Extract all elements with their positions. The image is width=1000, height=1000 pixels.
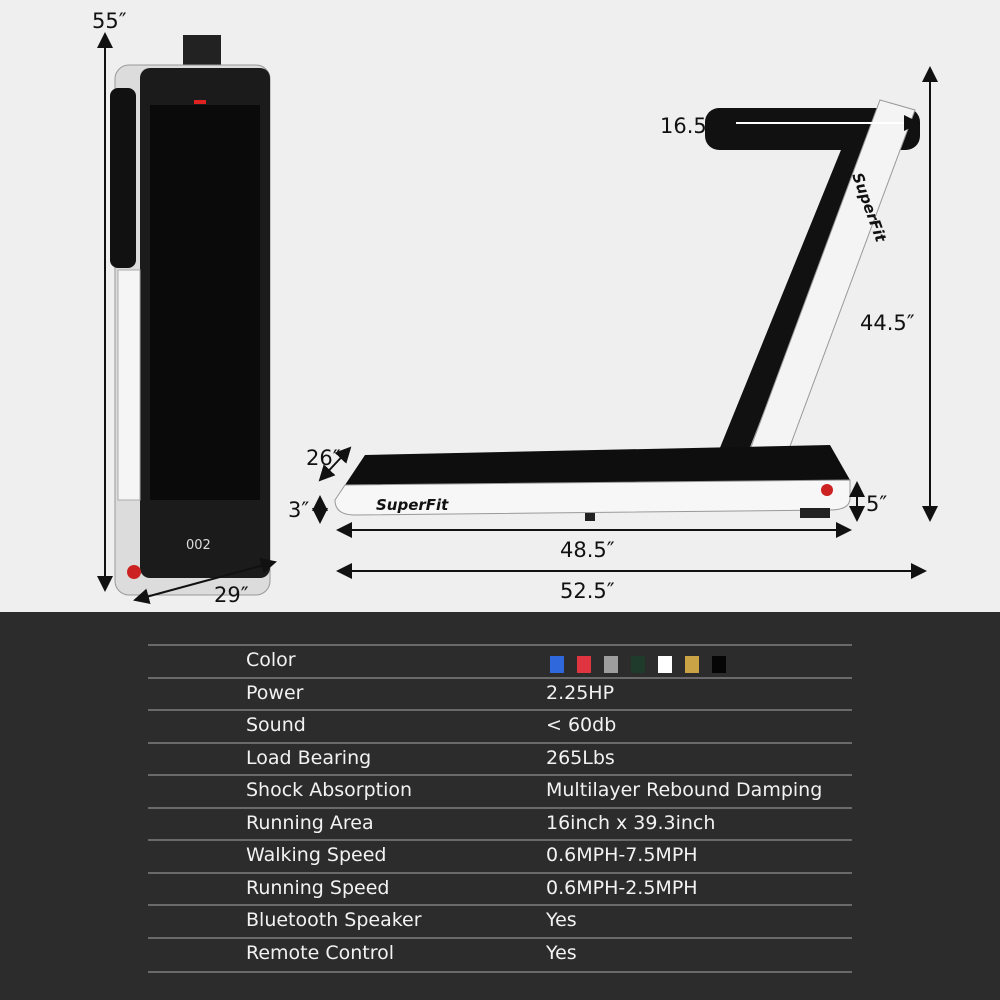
deck-width-label: 26″ (306, 446, 341, 470)
spec-value: < 60db (546, 714, 617, 736)
product-dimension-diagram: 002 55″ 29″ SuperFit SuperFit 16.5″ 44.5… (0, 0, 1000, 612)
spec-row: Remote Control Yes (148, 936, 852, 973)
color-swatch (712, 656, 726, 673)
spec-row: Running Area 16inch x 39.3inch (148, 806, 852, 841)
spec-value: Yes (546, 909, 577, 931)
spec-label: Running Area (246, 811, 374, 834)
spec-value: 0.6MPH-2.5MPH (546, 876, 698, 899)
spec-value: 16inch x 39.3inch (546, 811, 716, 834)
color-swatch (550, 656, 564, 673)
spec-value: Yes (546, 941, 577, 964)
total-length-label: 52.5″ (560, 579, 615, 603)
unfolded-treadmill-image: SuperFit SuperFit (334, 99, 920, 521)
total-height-label: 44.5″ (860, 311, 915, 335)
spec-row: Walking Speed 0.6MPH-7.5MPH (148, 839, 852, 873)
spec-row: Bluetooth Speaker Yes (148, 904, 852, 938)
spec-label: Shock Absorption (246, 779, 413, 801)
color-swatches (550, 653, 739, 675)
spec-row: Power 2.25HP (148, 676, 852, 711)
brand-logo-deck: SuperFit (376, 496, 449, 514)
spec-label: Power (246, 681, 304, 704)
running-length-label: 48.5″ (560, 538, 615, 562)
folded-width-label: 29″ (214, 583, 249, 607)
spec-label: Bluetooth Speaker (246, 909, 422, 931)
spec-row: Color (148, 644, 852, 678)
spec-label: Color (246, 649, 296, 671)
color-swatch (658, 656, 672, 673)
spec-row: Sound < 60db (148, 709, 852, 743)
spec-label: Walking Speed (246, 844, 387, 866)
spec-value: 0.6MPH-7.5MPH (546, 844, 698, 866)
spec-row: Running Speed 0.6MPH-2.5MPH (148, 871, 852, 906)
spec-row: Shock Absorption Multilayer Rebound Dampi… (148, 774, 852, 808)
color-swatch (604, 656, 618, 673)
spec-label: Sound (246, 714, 306, 736)
color-swatch (685, 656, 699, 673)
spec-value: 265Lbs (546, 746, 615, 769)
color-swatch (631, 656, 645, 673)
folded-treadmill-image: 002 (110, 35, 271, 596)
handrail-width-label: 16.5″ (660, 114, 715, 138)
folded-display-readout: 002 (186, 538, 211, 553)
spec-row: Load Bearing 265Lbs (148, 741, 852, 776)
spec-value: 2.25HP (546, 681, 615, 704)
rear-height-label: 5″ (866, 492, 887, 516)
spec-value: Multilayer Rebound Damping (546, 779, 823, 801)
front-height-label: 3″ (288, 498, 309, 522)
spec-label: Remote Control (246, 941, 395, 964)
spec-label: Load Bearing (246, 746, 372, 769)
spec-label: Running Speed (246, 876, 390, 899)
folded-height-label: 55″ (92, 9, 127, 33)
color-swatch (577, 656, 591, 673)
